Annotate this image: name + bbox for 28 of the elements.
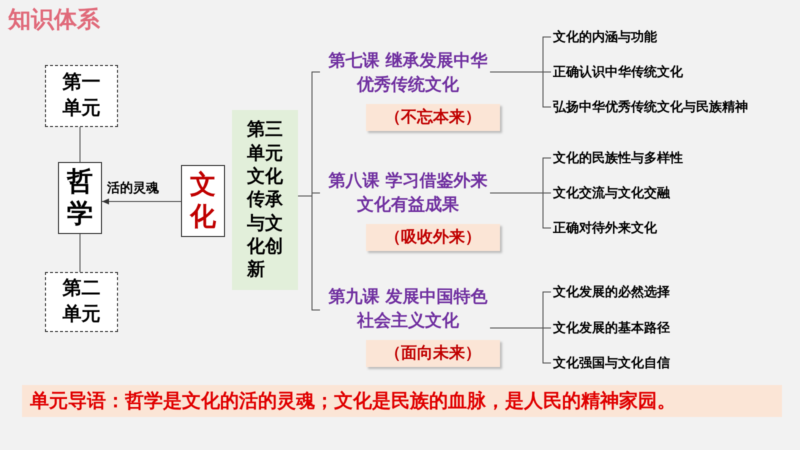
unit-box: 第一单元 [45, 65, 118, 127]
topic-text: 文化的民族性与多样性 [553, 148, 753, 168]
edge-label: 活的灵魂 [106, 179, 160, 197]
intro-banner: 单元导语：哲学是文化的活的灵魂；文化是民族的血脉，是人民的精神家园。 [22, 385, 782, 417]
lesson-title: 第九课 发展中国特色社会主义文化 [328, 286, 488, 333]
connector-line [490, 192, 552, 228]
topic-text: 文化的内涵与功能 [553, 27, 753, 47]
page-title: 知识体系 [8, 6, 100, 35]
topic-text: 正确对待外来文化 [553, 218, 753, 238]
lesson-title: 第七课 继承发展中华优秀传统文化 [328, 50, 488, 97]
topic-text: 文化交流与文化交融 [553, 183, 753, 203]
unit-band: 第三单元文化传承与文化创新 [232, 110, 298, 290]
tag-band: （吸收外来） [366, 224, 500, 251]
connector-line [298, 196, 320, 310]
tag-band: （不忘本来） [366, 104, 500, 131]
connector-line [490, 328, 552, 364]
concept-box: 哲学 [58, 162, 102, 234]
topic-text: 正确认识中华传统文化 [553, 62, 753, 82]
topic-text: 文化发展的必然选择 [553, 282, 753, 302]
topic-text: 文化发展的基本路径 [553, 318, 753, 338]
connector-line [490, 72, 552, 108]
lesson-title: 第八课 学习借鉴外来文化有益成果 [328, 170, 488, 217]
topic-text: 文化强国与文化自信 [553, 353, 753, 373]
connector-line [102, 198, 182, 204]
concept-box: 文化 [181, 165, 225, 237]
tag-band: （面向未来） [366, 340, 500, 367]
unit-box: 第二单元 [45, 272, 118, 332]
topic-text: 弘扬中华优秀传统文化与民族精神 [553, 97, 763, 117]
